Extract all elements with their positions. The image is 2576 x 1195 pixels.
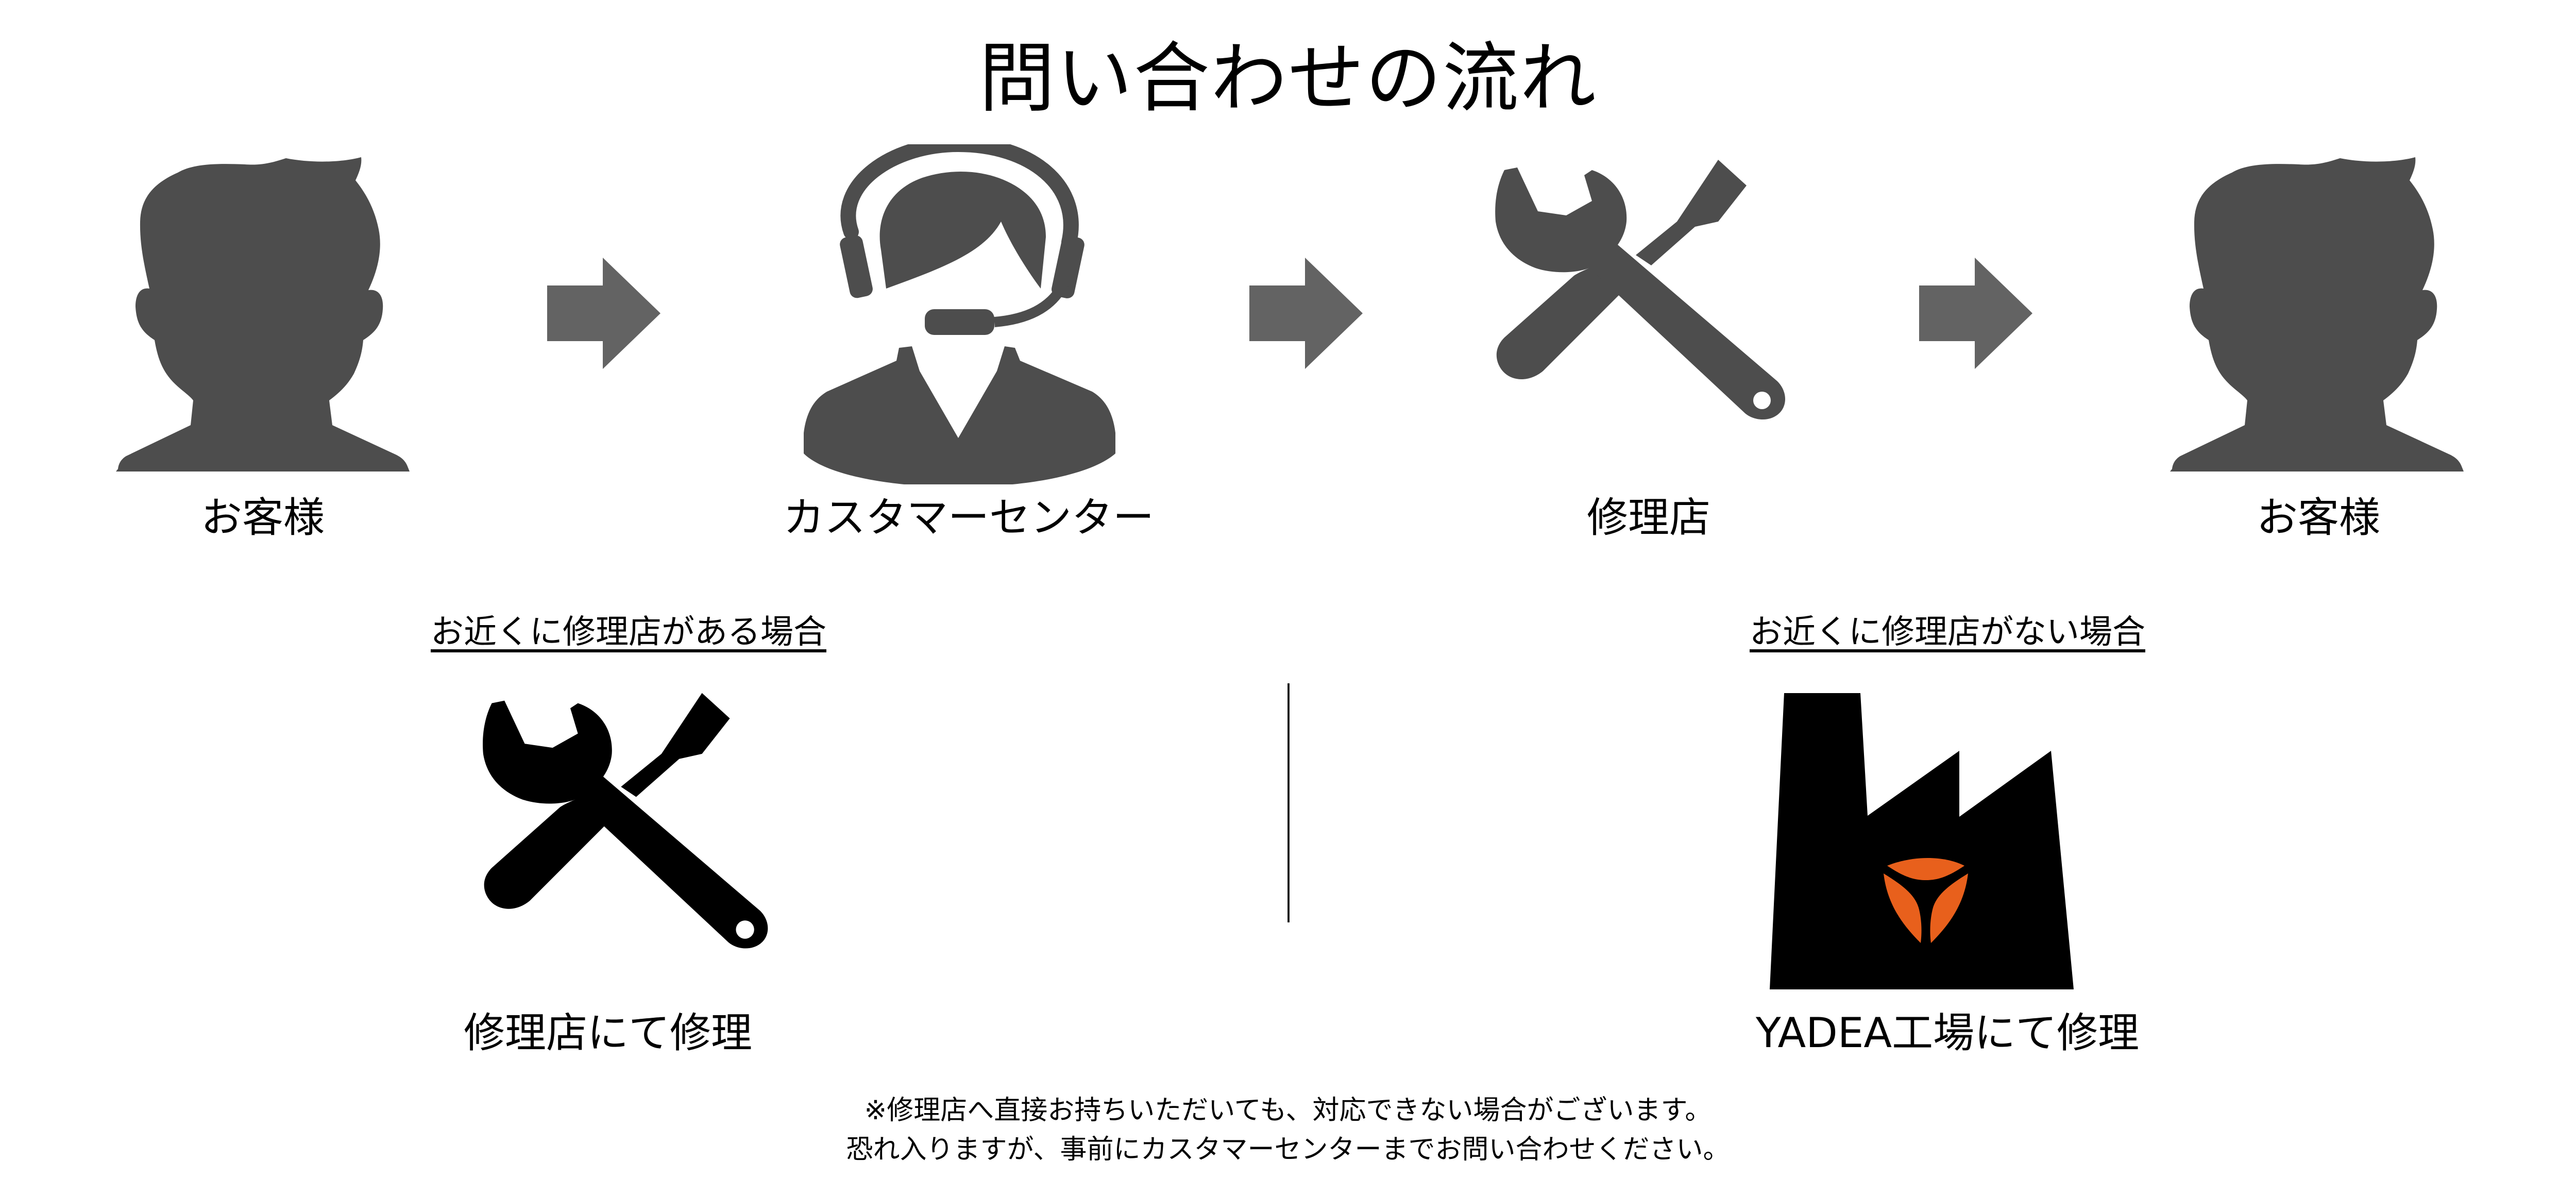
footnote-line-2: 恐れ入りますが、事前にカスタマーセンターまでお問い合わせください。 [846,1134,1730,1165]
page-title: 問い合わせの流れ [979,34,1597,123]
factory-icon [1770,693,2105,989]
arrow-right-icon [1919,258,2032,369]
yadea-logo-icon [1884,858,1968,943]
customer-silhouette-icon [2170,152,2464,472]
case-label-repair-at-factory: YADEA工場にて修理 [1755,1009,2140,1057]
step-label-customer-center: カスタマーセンター [783,494,1154,542]
step-label-customer: お客様 [2257,494,2380,542]
arrow-right-icon [547,258,660,369]
wrench-screwdriver-icon [1492,155,1795,464]
case-label-repair-at-shop: 修理店にて修理 [464,1009,752,1057]
step-label-repair-shop: 修理店 [1587,494,1710,542]
case-heading-nearby-shop: お近くに修理店がある場合 [431,613,826,651]
case-heading-no-nearby-shop: お近くに修理店がない場合 [1750,613,2145,651]
arrow-right-icon [1249,258,1363,369]
vertical-divider [1287,683,1290,922]
footnote-line-1: ※修理店へ直接お持ちいただいても、対応できない場合がございます。 [864,1095,1712,1126]
wrench-screwdriver-icon [479,688,778,992]
headset-operator-icon [804,144,1118,484]
step-label-customer: お客様 [201,494,325,542]
customer-silhouette-icon [116,152,410,472]
